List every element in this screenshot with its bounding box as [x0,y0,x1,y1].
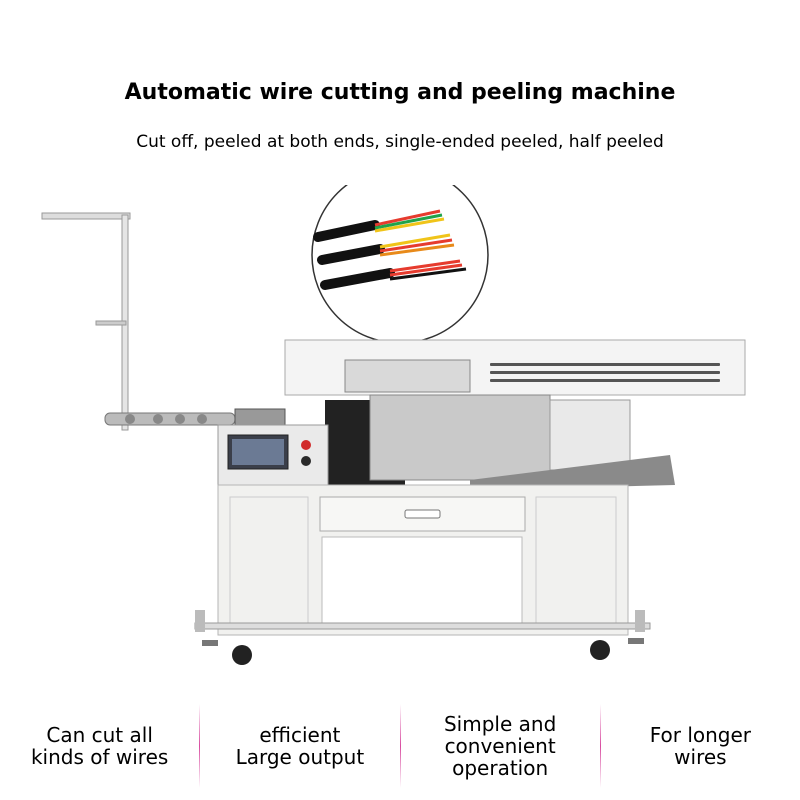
feature-line: convenient [444,734,556,758]
page-title: Automatic wire cutting and peeling machi… [124,80,676,105]
feature-line: wires [674,745,727,769]
cutting-mechanism [325,394,675,490]
feature-item: Simple and convenient operation [401,700,600,792]
feature-line: Large output [235,745,365,769]
feature-line: operation [452,756,549,780]
machine-top-cover [284,339,746,396]
feature-divider [199,704,201,788]
feature-item: For longer wires [601,700,800,792]
feature-divider [399,704,401,788]
machine-illustration [41,185,746,665]
machine-feet [194,610,651,665]
feature-line: Simple and [443,712,557,736]
cable-inset [311,185,489,344]
feature-line: kinds of wires [30,745,169,769]
feature-item: Can cut all kinds of wires [0,700,199,792]
wire-stand [41,212,286,431]
machine-cabinet [217,484,629,636]
control-panel [217,424,329,486]
feature-divider [599,704,601,788]
feature-line: Can cut all [46,723,153,747]
feature-item: efficient Large output [200,700,399,792]
feature-row: Can cut all kinds of wires efficient Lar… [0,700,800,792]
page-subtitle: Cut off, peeled at both ends, single-end… [136,132,664,152]
feature-line: For longer [649,723,752,747]
feature-line: efficient [259,723,341,747]
